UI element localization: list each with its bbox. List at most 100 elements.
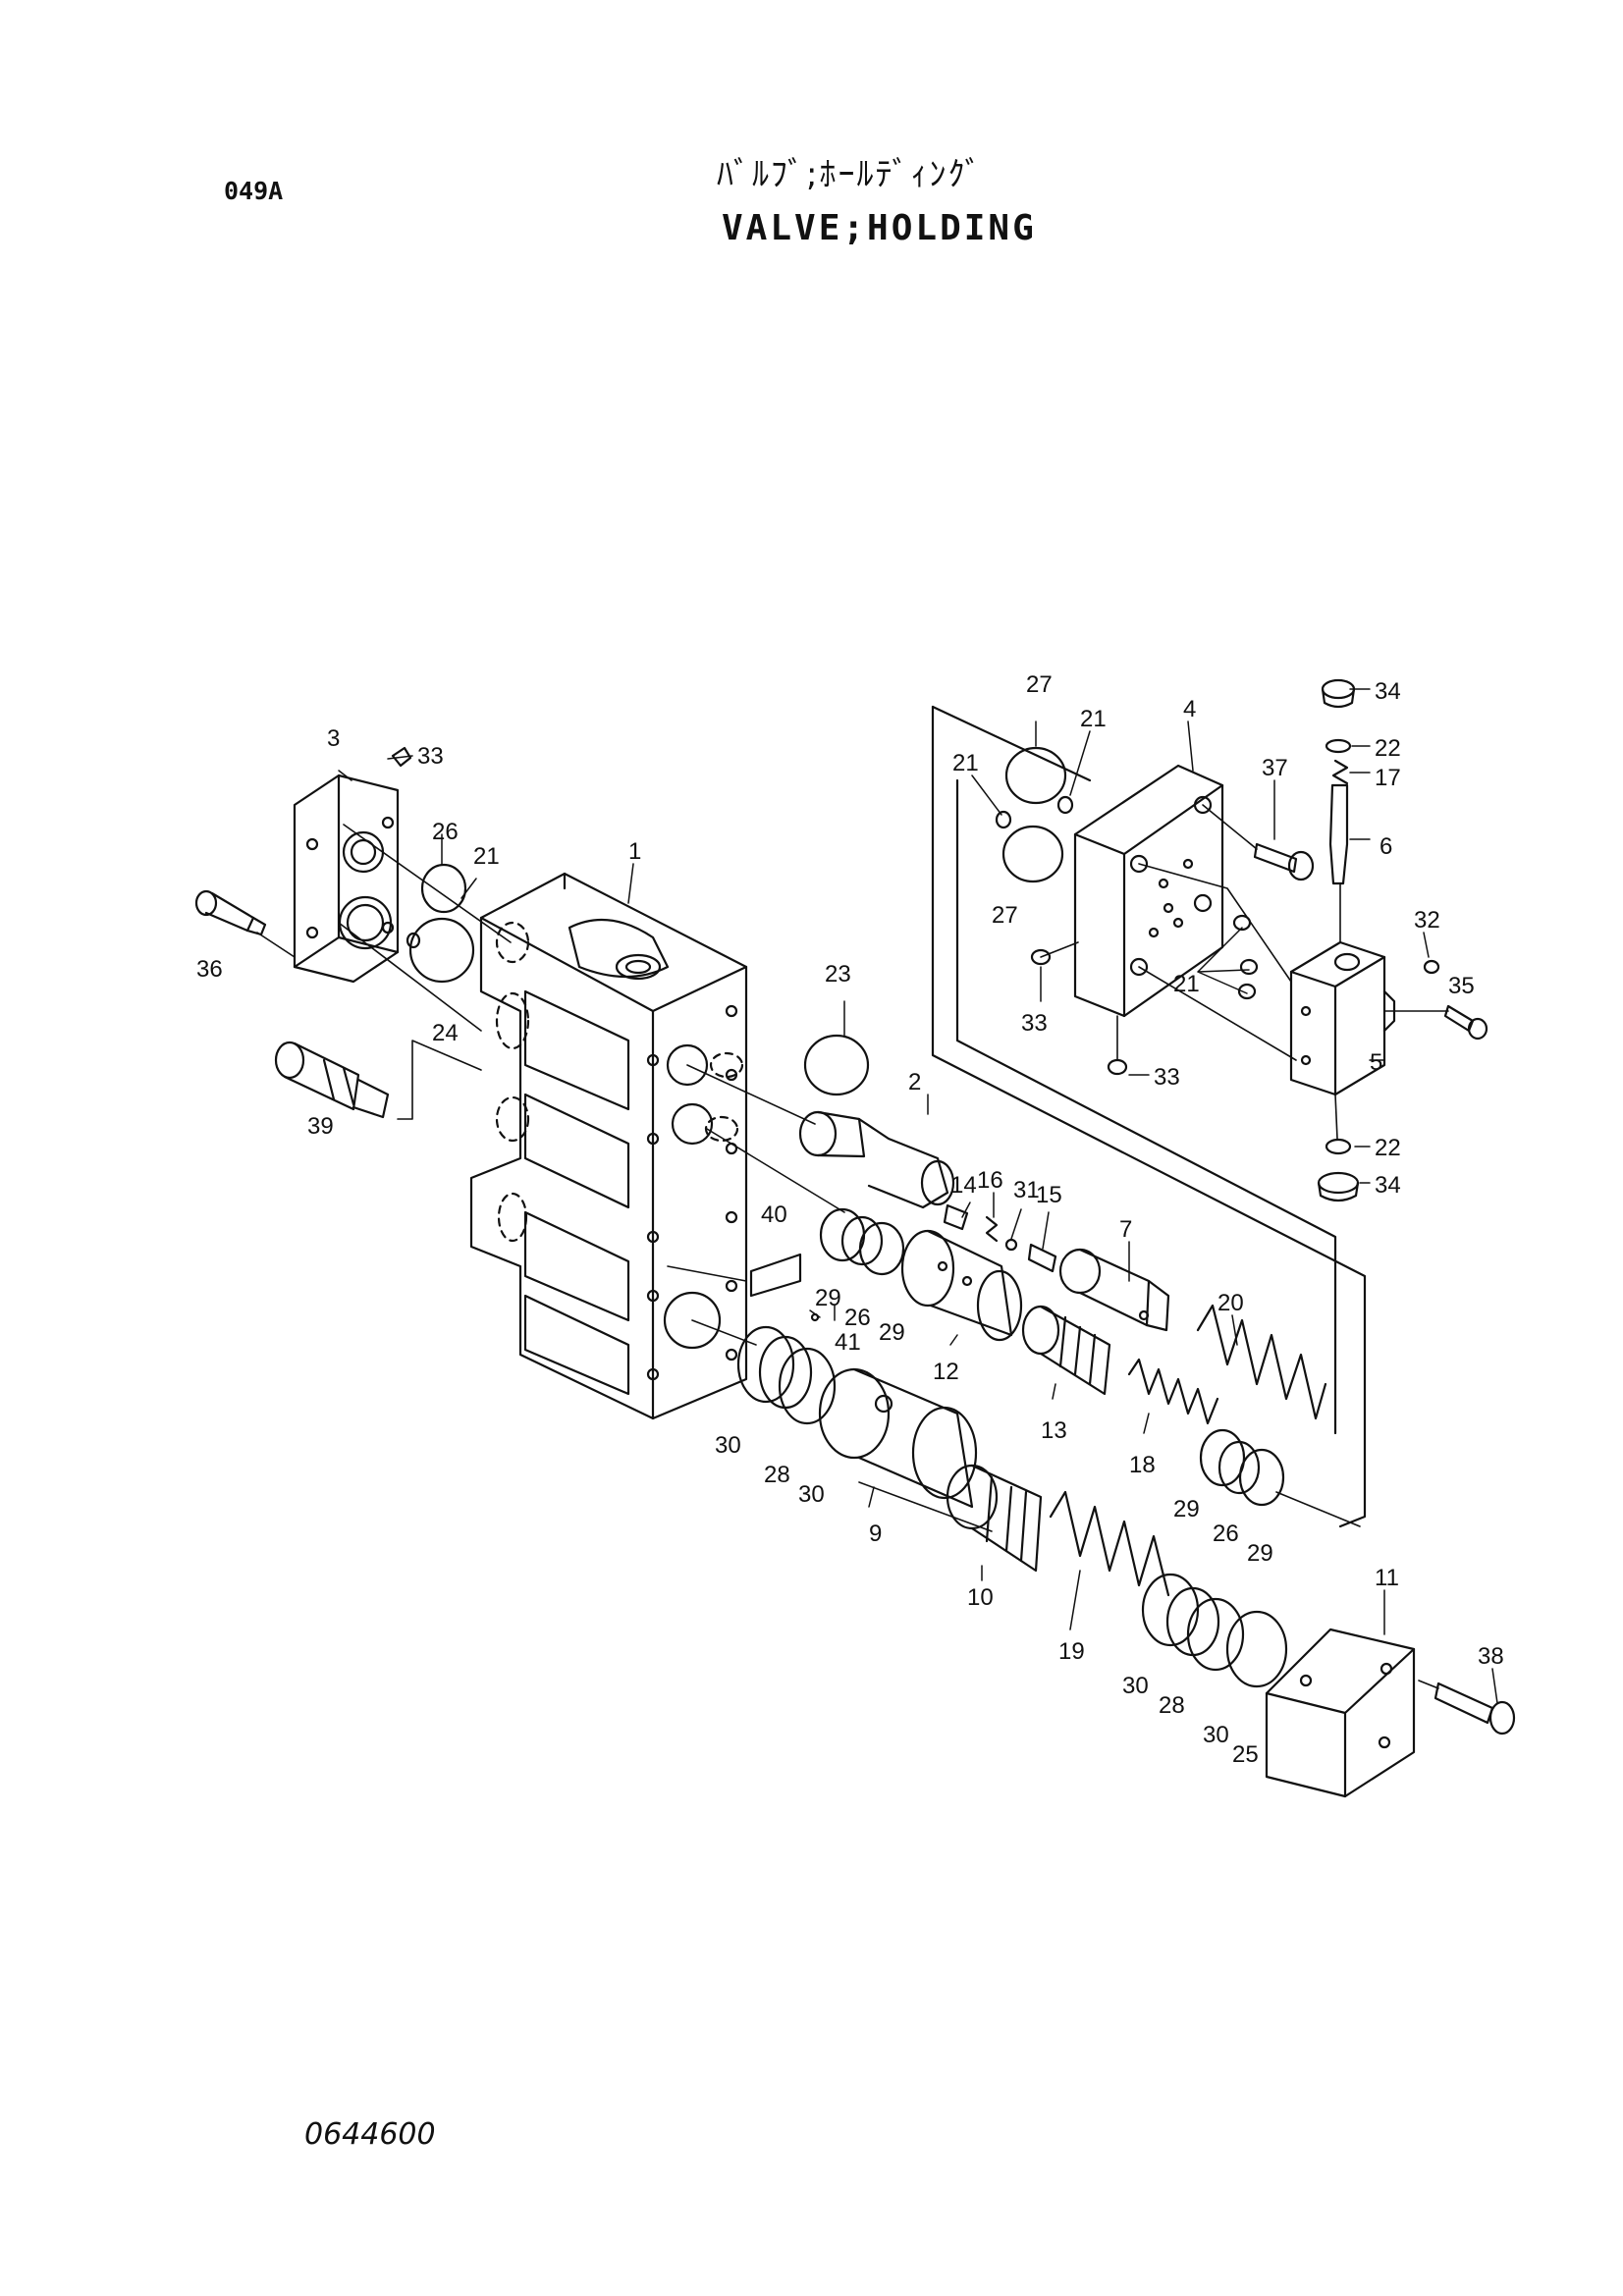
- assembly-outline-box: [931, 705, 1367, 1528]
- callout-23: 23: [825, 961, 851, 988]
- part-26-ring-a: [840, 1215, 884, 1266]
- callout-28a: 28: [764, 1462, 790, 1488]
- part-28-ring-a: [758, 1335, 813, 1410]
- part-36-bolt: [194, 889, 267, 936]
- part-13-plunger: [1021, 1305, 1111, 1396]
- callout-20: 20: [1217, 1290, 1244, 1316]
- callout-22b: 22: [1375, 1135, 1401, 1161]
- callout-35: 35: [1448, 973, 1475, 999]
- callout-21c: 21: [1173, 971, 1200, 997]
- part-29-ring-d: [1238, 1448, 1285, 1507]
- part-38-bolt: [1434, 1682, 1516, 1735]
- callout-26c: 26: [1213, 1521, 1239, 1547]
- part-29-ring-c: [1199, 1428, 1246, 1487]
- part-21-ring-d2: [1239, 958, 1259, 976]
- part-33-screw-c: [1107, 1058, 1128, 1076]
- part-27-ring-b: [1001, 825, 1064, 883]
- callout-34b: 34: [1375, 1172, 1401, 1199]
- part-2-spool: [798, 1110, 955, 1209]
- callout-6: 6: [1380, 833, 1392, 860]
- part-21-ring-d3: [1237, 983, 1257, 1000]
- callout-41: 41: [835, 1329, 861, 1356]
- part-11-end-cover: [1265, 1628, 1416, 1798]
- callout-30d: 30: [1203, 1722, 1229, 1748]
- callout-33c: 33: [1154, 1064, 1180, 1091]
- callout-40: 40: [761, 1201, 787, 1228]
- part-10-plunger: [946, 1464, 1043, 1573]
- part-25-ring: [1225, 1610, 1288, 1688]
- callout-17: 17: [1375, 765, 1401, 791]
- part-21-ring-b: [995, 810, 1012, 829]
- part-14-plug: [943, 1203, 969, 1231]
- callout-15: 15: [1036, 1182, 1062, 1208]
- drawing-number: 0644600: [304, 2117, 436, 2152]
- part-35-bolt: [1443, 1004, 1488, 1041]
- part-20-spring: [1196, 1304, 1327, 1420]
- part-9-sleeve: [818, 1367, 978, 1509]
- part-34-plug-top: [1321, 678, 1356, 709]
- callout-4: 4: [1183, 696, 1196, 722]
- callout-5: 5: [1370, 1049, 1382, 1076]
- part-17-spring: [1331, 759, 1349, 785]
- callout-7: 7: [1119, 1216, 1132, 1243]
- part-30-ring-c: [1141, 1573, 1200, 1647]
- part-39-fitting: [274, 1041, 390, 1119]
- part-26-oring-left: [420, 863, 467, 914]
- part-6-plunger: [1328, 783, 1349, 885]
- hidden-lines-body: [495, 921, 744, 1243]
- part-30-ring-d: [1186, 1597, 1245, 1672]
- part-30-ring-a: [736, 1325, 795, 1404]
- part-31-ball: [1004, 1238, 1018, 1252]
- callout-39: 39: [307, 1113, 334, 1140]
- part-3-cover-plate: [293, 774, 400, 984]
- callout-30a: 30: [715, 1432, 741, 1459]
- part-37-bolt: [1253, 842, 1315, 881]
- callout-34a: 34: [1375, 678, 1401, 705]
- part-12-sleeve: [900, 1229, 1023, 1342]
- part-30-ring-b: [778, 1347, 837, 1425]
- page-code: 049A: [224, 177, 284, 205]
- callout-33b: 33: [1021, 1010, 1048, 1037]
- part-15-plug: [1027, 1243, 1057, 1273]
- part-22-oring-bottom: [1325, 1138, 1352, 1155]
- callout-12: 12: [933, 1359, 959, 1385]
- assembly-axis-lines: [256, 804, 1449, 1689]
- callout-32: 32: [1414, 907, 1440, 934]
- callout-37: 37: [1262, 755, 1288, 781]
- callout-22a: 22: [1375, 735, 1401, 762]
- part-29-ring-b: [858, 1221, 905, 1276]
- callout-21a: 21: [1080, 706, 1107, 732]
- part-1-valve-body: [469, 872, 748, 1420]
- callout-18: 18: [1129, 1452, 1156, 1478]
- callout-2: 2: [908, 1069, 921, 1095]
- part-26-ring-b: [1217, 1440, 1261, 1495]
- callout-3: 3: [327, 725, 340, 752]
- part-23-oring: [803, 1034, 870, 1096]
- callout-30c: 30: [1122, 1673, 1149, 1699]
- part-19-spring: [1049, 1490, 1170, 1597]
- callout-29d: 29: [1247, 1540, 1273, 1567]
- part-27-ring-a: [1004, 746, 1067, 805]
- callout-27b: 27: [992, 902, 1018, 929]
- title-english: VALVE;HOLDING: [722, 208, 1037, 248]
- callout-30b: 30: [798, 1481, 825, 1508]
- part-16-spring: [985, 1215, 999, 1243]
- part-22-oring-top: [1325, 738, 1352, 754]
- part-18-spring: [1127, 1358, 1219, 1425]
- callout-10: 10: [967, 1584, 994, 1611]
- part-21-ring-c: [1056, 795, 1074, 815]
- callout-13: 13: [1041, 1417, 1067, 1444]
- part-40-name-plate: [749, 1253, 802, 1298]
- callout-21d: 21: [473, 843, 500, 870]
- part-7-piston: [1058, 1248, 1170, 1332]
- callout-38: 38: [1478, 1643, 1504, 1670]
- callout-leaders: [338, 688, 1498, 1704]
- callout-26a: 26: [432, 819, 459, 845]
- callout-27a: 27: [1026, 671, 1053, 698]
- callout-33a: 33: [417, 743, 444, 770]
- part-34-plug-bottom: [1317, 1171, 1360, 1202]
- callout-29b: 29: [879, 1319, 905, 1346]
- callout-26b: 26: [844, 1305, 871, 1331]
- callout-36: 36: [196, 956, 223, 983]
